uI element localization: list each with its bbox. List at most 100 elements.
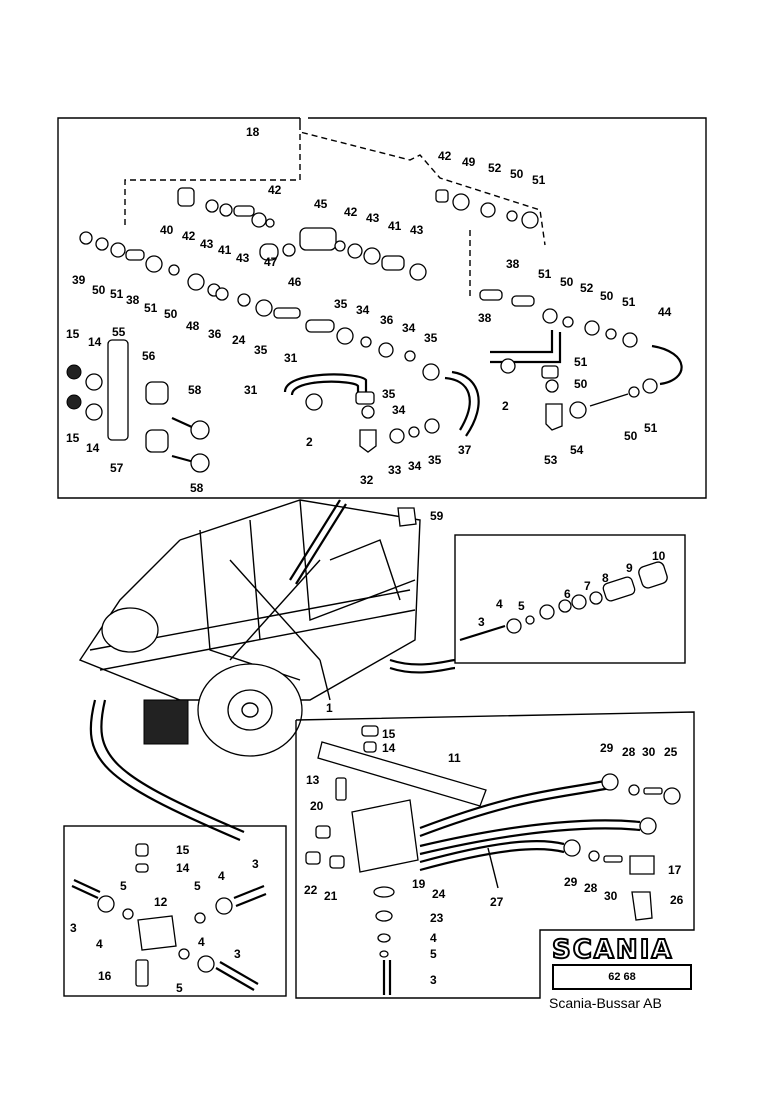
callout-label: 51 xyxy=(644,421,658,435)
callout-label: 54 xyxy=(570,443,584,457)
callout-label: 15 xyxy=(66,327,80,341)
callout-label: 4 xyxy=(430,931,437,945)
callout-label: 59 xyxy=(430,509,444,523)
callout-label: 20 xyxy=(310,799,324,813)
callout-labels: 18 42 49 52 50 51 40 42 43 41 43 42 45 4… xyxy=(66,125,684,995)
callout-label: 42 xyxy=(344,205,358,219)
callout-label: 52 xyxy=(580,281,594,295)
callout-label: 56 xyxy=(142,349,156,363)
callout-label: 3 xyxy=(478,615,485,629)
callout-label: 7 xyxy=(584,579,591,593)
callout-label: 2 xyxy=(306,435,313,449)
callout-label: 58 xyxy=(188,383,202,397)
callout-label: 39 xyxy=(72,273,86,287)
callout-label: 42 xyxy=(182,229,196,243)
callout-label: 34 xyxy=(402,321,416,335)
callout-label: 43 xyxy=(366,211,380,225)
callout-label: 42 xyxy=(438,149,452,163)
top-panel xyxy=(57,117,707,499)
callout-label: 34 xyxy=(356,303,370,317)
callout-label: 3 xyxy=(70,921,77,935)
callout-label: 53 xyxy=(544,453,558,467)
detail-panel-upper-right xyxy=(397,507,686,664)
callout-label: 6 xyxy=(564,587,571,601)
callout-label: 5 xyxy=(120,879,127,893)
callout-label: 16 xyxy=(98,969,112,983)
callout-label: 51 xyxy=(144,301,158,315)
callout-label: 35 xyxy=(382,387,396,401)
callout-label: 22 xyxy=(304,883,318,897)
callout-label: 47 xyxy=(264,255,278,269)
callout-label: 55 xyxy=(112,325,126,339)
callout-label: 51 xyxy=(622,295,636,309)
callout-label: 43 xyxy=(236,251,250,265)
company-name: Scania-Bussar AB xyxy=(549,995,662,1011)
callout-label: 10 xyxy=(652,549,666,563)
callout-label: 43 xyxy=(200,237,214,251)
callout-label: 44 xyxy=(658,305,672,319)
callout-label: 48 xyxy=(186,319,200,333)
callout-label: 25 xyxy=(664,745,678,759)
callout-label: 52 xyxy=(488,161,502,175)
callout-label: 57 xyxy=(110,461,124,475)
callout-label: 3 xyxy=(252,857,259,871)
callout-label: 51 xyxy=(574,355,588,369)
callout-label: 19 xyxy=(412,877,426,891)
callout-label: 50 xyxy=(600,289,614,303)
callout-label: 14 xyxy=(88,335,102,349)
callout-label: 58 xyxy=(190,481,204,495)
document-number: 62 68 xyxy=(552,964,692,990)
callout-label: 30 xyxy=(642,745,656,759)
callout-label: 14 xyxy=(382,741,396,755)
callout-label: 24 xyxy=(432,887,446,901)
callout-label: 42 xyxy=(268,183,282,197)
callout-label: 50 xyxy=(510,167,524,181)
callout-label: 34 xyxy=(392,403,406,417)
callout-label: 35 xyxy=(254,343,268,357)
callout-label: 13 xyxy=(306,773,320,787)
callout-label: 15 xyxy=(66,431,80,445)
callout-label: 1 xyxy=(326,701,333,715)
callout-label: 49 xyxy=(462,155,476,169)
hose-assembly-middle xyxy=(79,231,440,381)
callout-label: 5 xyxy=(430,947,437,961)
callout-label: 34 xyxy=(408,459,422,473)
callout-label: 14 xyxy=(86,441,100,455)
callout-label: 41 xyxy=(218,243,232,257)
callout-label: 51 xyxy=(532,173,546,187)
bottom-left-panel xyxy=(63,825,287,997)
callout-label: 36 xyxy=(208,327,222,341)
callout-label: 37 xyxy=(458,443,472,457)
callout-label: 5 xyxy=(176,981,183,995)
callout-label: 5 xyxy=(194,879,201,893)
callout-label: 15 xyxy=(176,843,190,857)
callout-label: 40 xyxy=(160,223,174,237)
callout-label: 50 xyxy=(92,283,106,297)
callout-label: 50 xyxy=(624,429,638,443)
callout-label: 4 xyxy=(198,935,205,949)
bottom-right-panel xyxy=(295,711,695,999)
callout-label: 15 xyxy=(382,727,396,741)
callout-label: 8 xyxy=(602,571,609,585)
callout-label: 12 xyxy=(154,895,168,909)
callout-label: 31 xyxy=(244,383,258,397)
callout-label: 41 xyxy=(388,219,402,233)
callout-label: 51 xyxy=(538,267,552,281)
callout-label: 33 xyxy=(388,463,402,477)
callout-label: 9 xyxy=(626,561,633,575)
callout-label: 14 xyxy=(176,861,190,875)
callout-label: 4 xyxy=(96,937,103,951)
callout-label: 28 xyxy=(622,745,636,759)
callout-label: 51 xyxy=(110,287,124,301)
callout-label: 31 xyxy=(284,351,298,365)
callout-label: 30 xyxy=(604,889,618,903)
callout-label: 38 xyxy=(126,293,140,307)
brand-logo-text: SCANIA xyxy=(551,935,674,965)
callout-label: 35 xyxy=(428,453,442,467)
callout-label: 38 xyxy=(506,257,520,271)
callout-label: 38 xyxy=(478,311,492,325)
callout-label: 5 xyxy=(518,599,525,613)
hose-assembly-right xyxy=(435,189,683,431)
callout-label: 17 xyxy=(668,863,682,877)
